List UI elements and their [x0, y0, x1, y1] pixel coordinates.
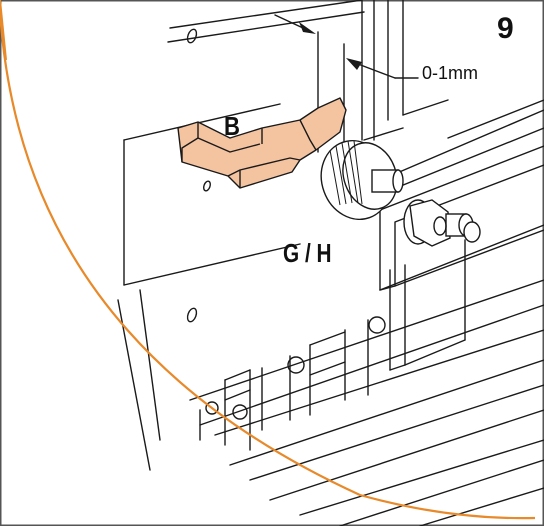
accent-arc: [0, 9, 536, 520]
gap-measurement-label: 0-1mm: [422, 63, 479, 83]
thumb-screw: [320, 139, 404, 221]
hex-nut-bolt: [403, 199, 481, 247]
part-gh-label: G / H: [283, 238, 332, 268]
clip-part-b: [177, 97, 347, 189]
mounting-plate: [117, 0, 365, 471]
part-b-label: B: [224, 111, 240, 141]
gap-arrow-right: [346, 58, 362, 70]
step-number: 9: [497, 12, 514, 45]
lower-profile: [189, 279, 544, 526]
gap-arrow-left: [299, 22, 316, 34]
